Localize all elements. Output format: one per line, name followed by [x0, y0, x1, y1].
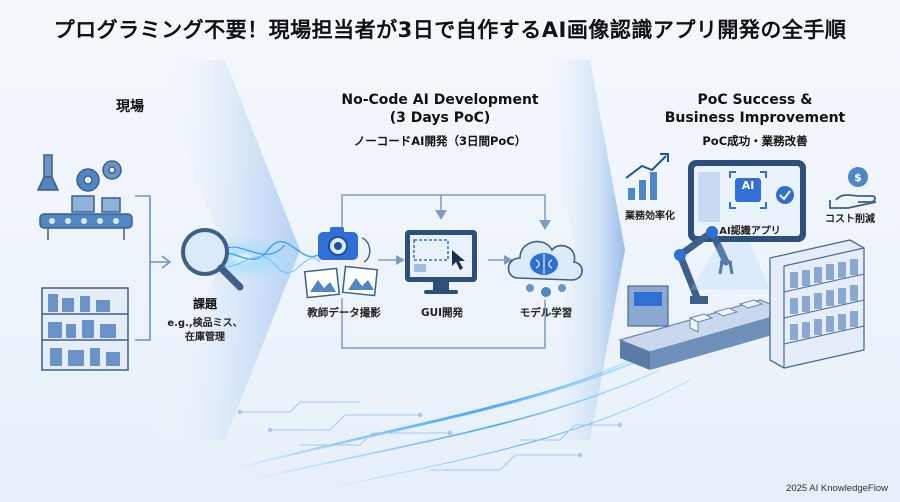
- growth-chart-icon: [625, 153, 669, 200]
- middle-title-line2: (3 Days PoC): [389, 110, 491, 126]
- right-subtitle: PoC成功・業務改善: [702, 134, 808, 148]
- magnifier-icon: [181, 228, 244, 291]
- step-label-photo: 教師データ撮影: [307, 307, 381, 319]
- robot-conveyor-icon: [618, 226, 792, 370]
- warehouse-shelf-icon: [41, 287, 129, 371]
- camera-photos-icon: [303, 227, 379, 299]
- merge-bracket: [135, 195, 168, 341]
- ai-badge-text: AI: [741, 179, 755, 192]
- svg-text:$: $: [854, 171, 862, 184]
- circuit-waves: [229, 349, 691, 491]
- tablet-beam: [690, 242, 770, 290]
- ai-app-tablet-icon: [688, 160, 806, 242]
- process-loop-lines: [341, 194, 546, 349]
- middle-subtitle: ノーコードAI開発（3日間PoC）: [353, 134, 527, 148]
- chevron-arrow-right: [540, 60, 625, 440]
- cost-reduction-icon: $: [829, 167, 877, 209]
- brain-cloud-icon: [507, 240, 583, 297]
- ai-app-label: AI認識アプリ: [719, 226, 781, 237]
- cost-label: コスト削減: [825, 214, 875, 225]
- issue-label: 課題: [192, 297, 217, 311]
- page-title: プログラミング不要！現場担当者が3日で自作するAI画像認識アプリ開発の全手順: [53, 18, 847, 42]
- storage-rack-icon: [769, 239, 865, 369]
- right-title-line1: PoC Success &: [697, 92, 813, 108]
- efficiency-label: 業務効率化: [625, 211, 675, 222]
- middle-title-line1: No-Code AI Development: [341, 92, 539, 108]
- issue-example-line1: e.g.,検品ミス、: [167, 318, 243, 329]
- left-section-title: 現場: [116, 99, 144, 115]
- monitor-cursor-icon: [405, 230, 477, 294]
- copyright-footer: 2025 AI KnowledgeFlow: [786, 483, 888, 494]
- right-title-line2: Business Improvement: [664, 110, 846, 126]
- step-label-gui: GUI開発: [420, 307, 464, 319]
- issue-example-line2: 在庫管理: [185, 332, 225, 343]
- step-label-training: モデル学習: [519, 307, 573, 319]
- factory-conveyor-icon: [36, 154, 133, 240]
